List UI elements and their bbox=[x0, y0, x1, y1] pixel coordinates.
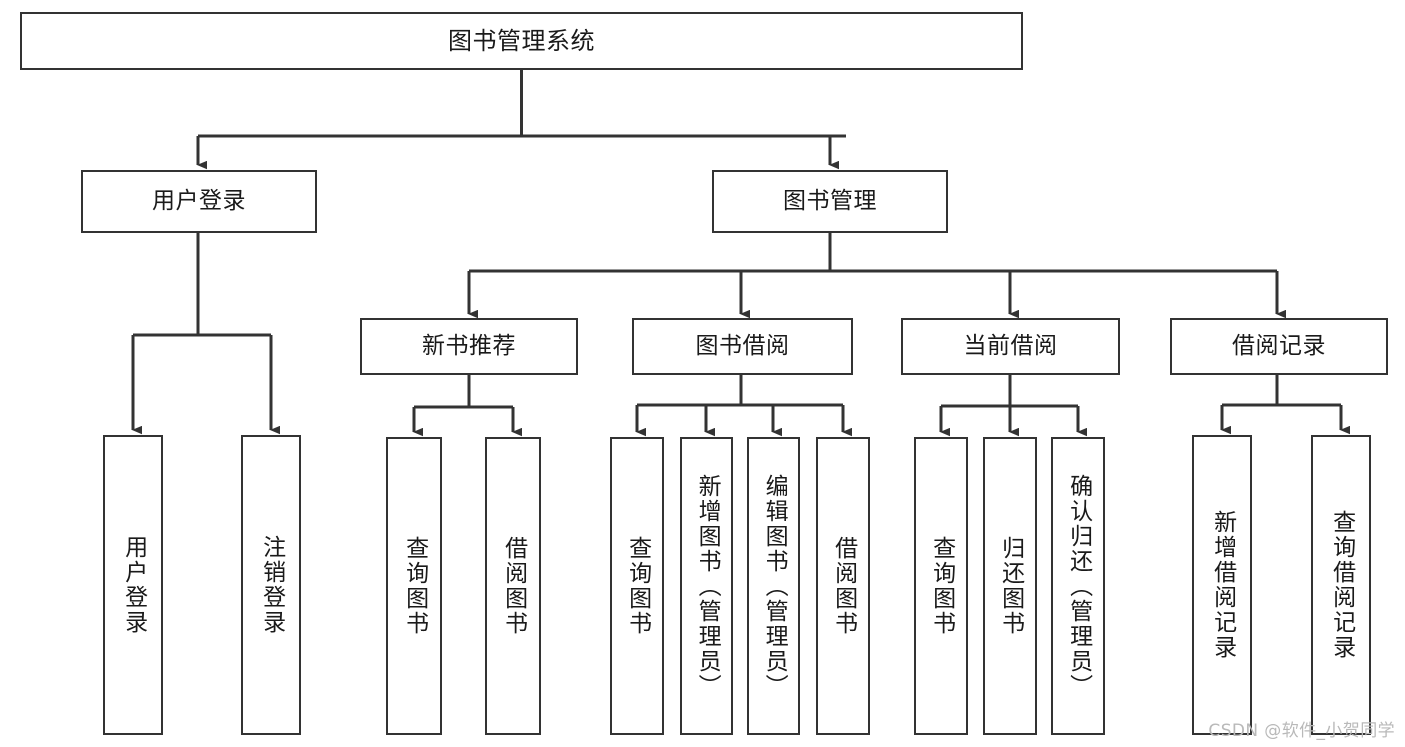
node-leaf-current-borrow-confirm[interactable]: 确认归还（管理员） bbox=[1051, 437, 1105, 735]
node-leaf-book-borrow-add[interactable]: 新增图书（管理员） bbox=[680, 437, 733, 735]
node-leaf-user-login-signin-label: 用户登录 bbox=[120, 535, 147, 635]
node-leaf-new-book-query-label: 查询图书 bbox=[401, 536, 428, 636]
node-leaf-current-borrow-confirm-label: 确认归还（管理员） bbox=[1065, 473, 1092, 699]
node-book-management-label: 图书管理 bbox=[783, 187, 877, 214]
csdn-watermark: CSDN @软件_小贺同学 bbox=[1208, 721, 1395, 741]
node-current-borrow[interactable]: 当前借阅 bbox=[901, 318, 1120, 375]
node-leaf-user-login-signin[interactable]: 用户登录 bbox=[103, 435, 163, 735]
node-leaf-user-login-signout[interactable]: 注销登录 bbox=[241, 435, 301, 735]
node-leaf-borrow-record-add[interactable]: 新增借阅记录 bbox=[1192, 435, 1252, 735]
node-leaf-new-book-borrow-label: 借阅图书 bbox=[500, 536, 527, 636]
node-borrow-record-label: 借阅记录 bbox=[1232, 332, 1326, 359]
node-root-system[interactable]: 图书管理系统 bbox=[20, 12, 1023, 70]
node-user-login[interactable]: 用户登录 bbox=[81, 170, 317, 233]
node-leaf-book-borrow-borrow-label: 借阅图书 bbox=[830, 536, 857, 636]
node-leaf-book-borrow-edit-label: 编辑图书（管理员） bbox=[761, 473, 788, 699]
node-leaf-new-book-query[interactable]: 查询图书 bbox=[386, 437, 442, 735]
node-leaf-book-borrow-query-label: 查询图书 bbox=[624, 536, 651, 636]
node-new-book-recommend-label: 新书推荐 bbox=[422, 332, 516, 359]
node-leaf-user-login-signout-label: 注销登录 bbox=[258, 535, 285, 635]
node-leaf-new-book-borrow[interactable]: 借阅图书 bbox=[485, 437, 541, 735]
node-book-management[interactable]: 图书管理 bbox=[712, 170, 948, 233]
node-leaf-current-borrow-return[interactable]: 归还图书 bbox=[983, 437, 1037, 735]
node-leaf-book-borrow-query[interactable]: 查询图书 bbox=[610, 437, 664, 735]
node-leaf-book-borrow-borrow[interactable]: 借阅图书 bbox=[816, 437, 870, 735]
node-user-login-label: 用户登录 bbox=[152, 187, 246, 214]
node-borrow-record[interactable]: 借阅记录 bbox=[1170, 318, 1388, 375]
node-leaf-borrow-record-query[interactable]: 查询借阅记录 bbox=[1311, 435, 1371, 735]
node-new-book-recommend[interactable]: 新书推荐 bbox=[360, 318, 578, 375]
node-leaf-borrow-record-query-label: 查询借阅记录 bbox=[1328, 510, 1355, 660]
node-book-borrow[interactable]: 图书借阅 bbox=[632, 318, 853, 375]
node-leaf-book-borrow-add-label: 新增图书（管理员） bbox=[694, 473, 721, 699]
node-leaf-book-borrow-edit[interactable]: 编辑图书（管理员） bbox=[747, 437, 800, 735]
node-leaf-borrow-record-add-label: 新增借阅记录 bbox=[1209, 510, 1236, 660]
node-root-system-label: 图书管理系统 bbox=[448, 26, 595, 55]
node-leaf-current-borrow-return-label: 归还图书 bbox=[997, 536, 1024, 636]
node-book-borrow-label: 图书借阅 bbox=[695, 332, 790, 359]
node-leaf-current-borrow-query[interactable]: 查询图书 bbox=[914, 437, 968, 735]
node-current-borrow-label: 当前借阅 bbox=[963, 332, 1058, 359]
node-leaf-current-borrow-query-label: 查询图书 bbox=[928, 536, 955, 636]
